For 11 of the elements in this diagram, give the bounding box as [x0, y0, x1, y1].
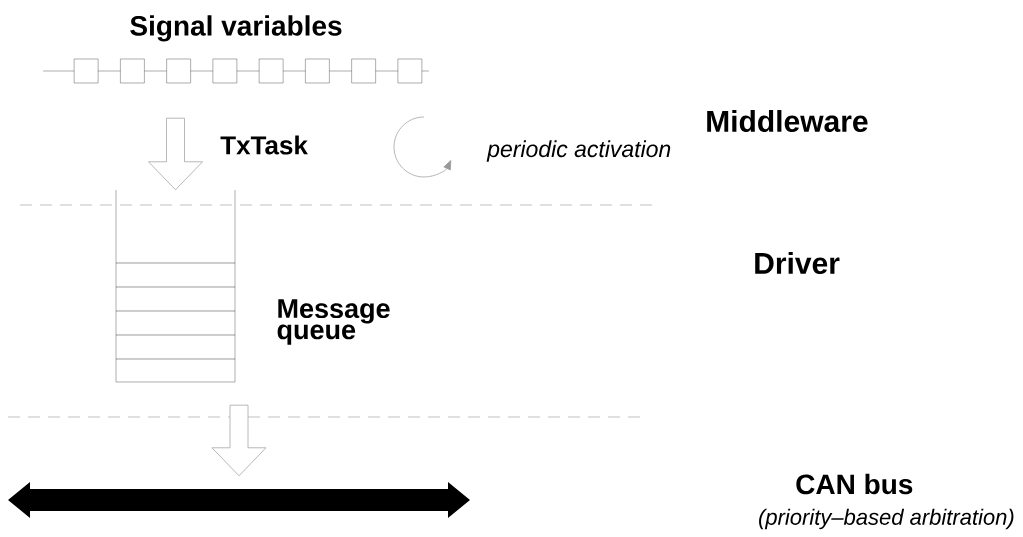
- hollow-arrow: [211, 404, 267, 477]
- task-label: TxTask: [220, 135, 308, 155]
- heading: Signal variables: [130, 15, 342, 42]
- layer-label: Middleware: [707, 109, 868, 132]
- note-text: periodic activation: [486, 140, 671, 162]
- bus-double-arrow: [8, 482, 470, 518]
- layer-label: Driver: [755, 251, 840, 274]
- note-text: (priority–based arbitration): [759, 508, 1014, 530]
- heading: Message queue: [277, 299, 390, 345]
- hollow-arrow: [148, 117, 203, 191]
- bus-label: CAN bus: [796, 473, 913, 495]
